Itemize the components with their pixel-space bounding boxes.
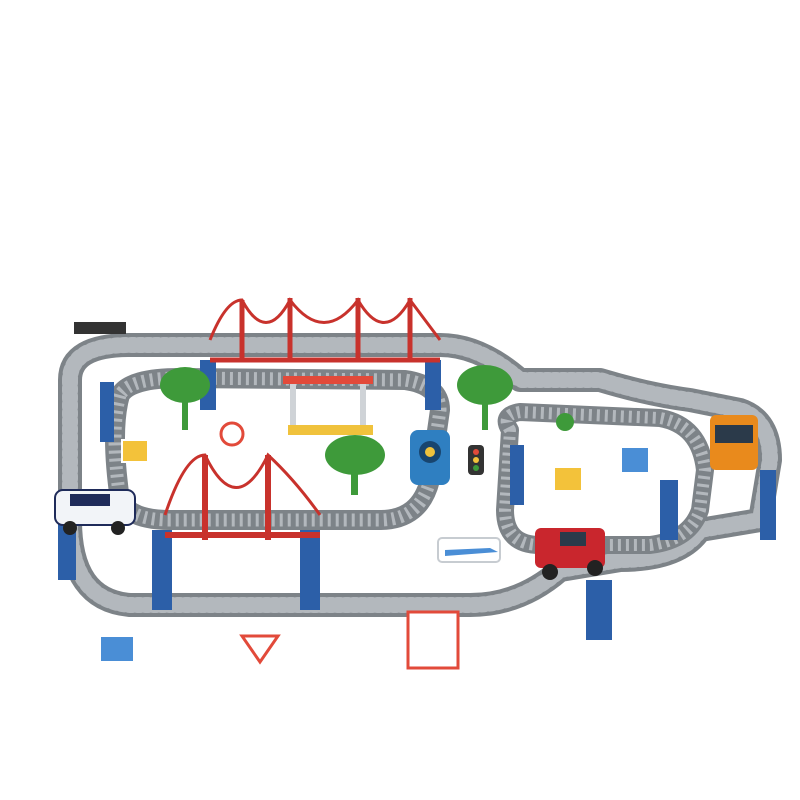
orange-bus	[710, 415, 758, 470]
tree-icons	[160, 365, 513, 495]
outer-track	[58, 333, 782, 617]
inner-track	[105, 368, 450, 530]
upper-bridge	[208, 297, 442, 363]
right-track	[496, 403, 714, 554]
road-signs	[74, 322, 648, 670]
bullet-train-sign	[437, 537, 501, 563]
lower-bridge	[163, 452, 322, 540]
station-gate	[283, 376, 373, 435]
police-car	[54, 489, 136, 535]
red-truck	[535, 528, 605, 580]
blue-locomotive	[410, 430, 450, 485]
